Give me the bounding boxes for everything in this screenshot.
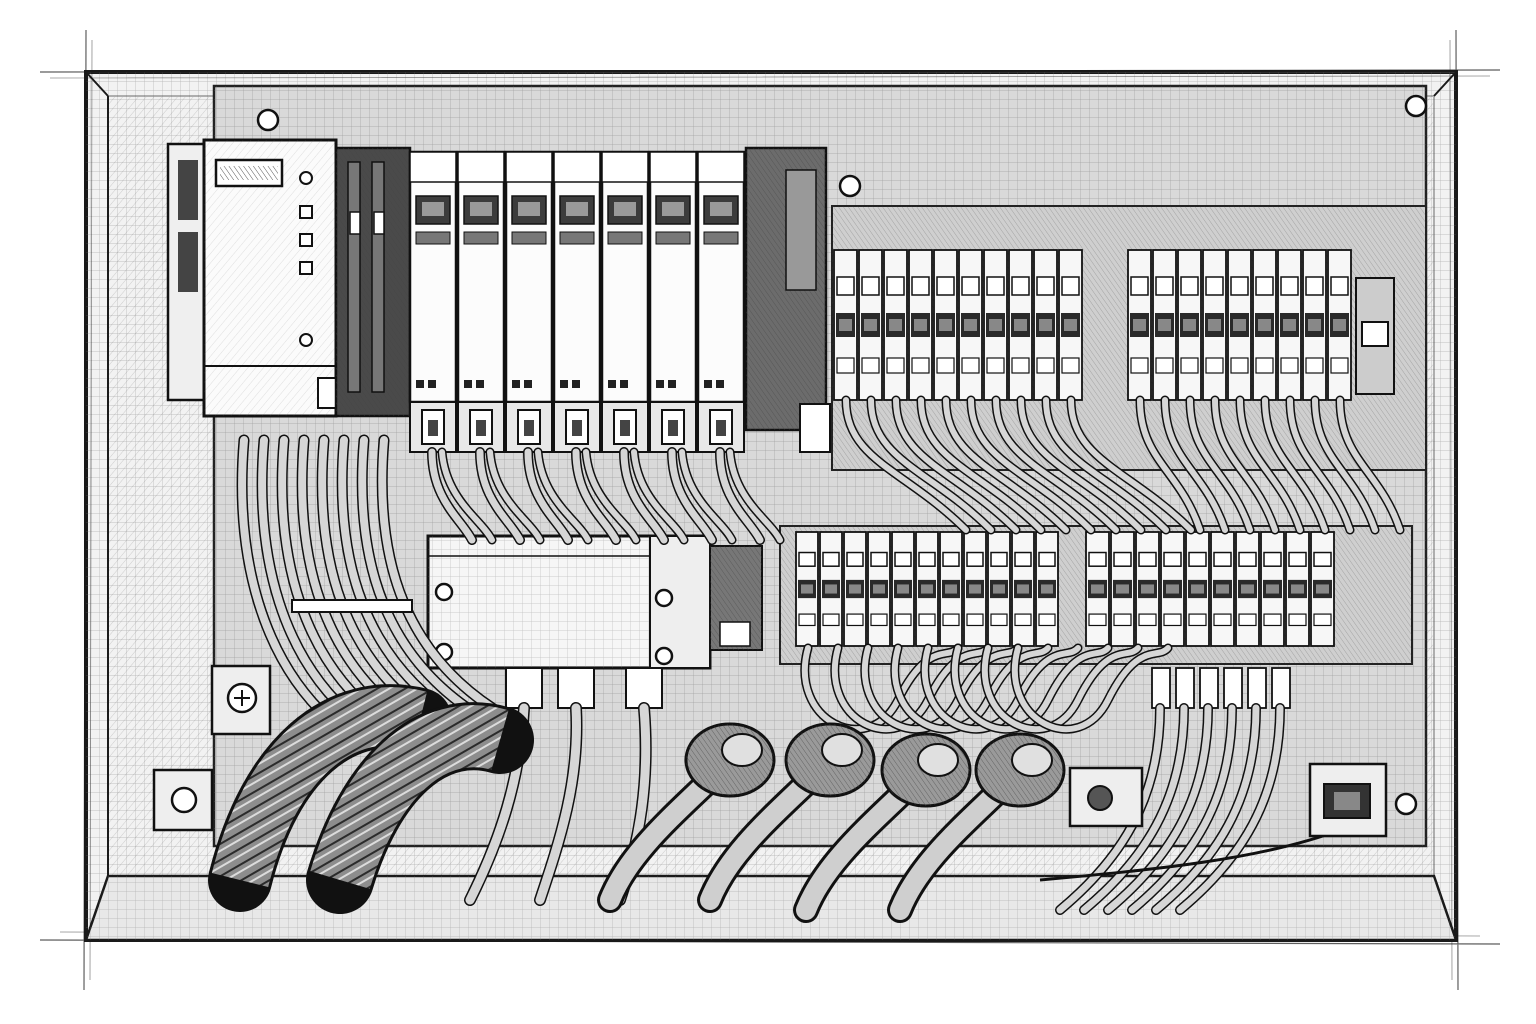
terminal-block-icon	[1185, 531, 1210, 647]
conduit-icon	[208, 684, 1341, 923]
terminal-block-icon	[1058, 249, 1083, 401]
terminal-block-icon	[1227, 249, 1252, 401]
terminal-block-icon	[1035, 531, 1059, 647]
terminal-block-icon	[1135, 531, 1160, 647]
io-module-icon	[456, 150, 506, 453]
terminal-block-icon	[795, 249, 1395, 647]
terminal-block-icon	[933, 249, 958, 401]
io-module-icon	[408, 150, 458, 453]
mounting-screw-icon	[654, 646, 674, 666]
io-module-icon	[600, 150, 650, 453]
terminal-block-icon	[939, 531, 963, 647]
terminal-block-icon	[1008, 249, 1033, 401]
terminal-block-icon	[987, 531, 1011, 647]
cable-tie	[291, 599, 413, 613]
terminal-block-icon	[1285, 531, 1310, 647]
mounting-screw-icon	[434, 582, 454, 602]
terminal-block-icon	[819, 531, 843, 647]
cable-gland-icon	[152, 664, 1388, 838]
terminal-block-icon	[1160, 531, 1185, 647]
io-module-icon	[552, 150, 602, 453]
terminal-block-icon	[891, 531, 915, 647]
terminal-block-icon	[858, 249, 883, 401]
io-module-icon	[696, 150, 746, 453]
terminal-block-icon	[833, 249, 858, 401]
terminal-block-icon	[1202, 249, 1227, 401]
mounting-screw-icon	[654, 588, 674, 608]
terminal-block-icon	[908, 249, 933, 401]
terminal-block-icon	[1127, 249, 1152, 401]
io-module-rack	[408, 150, 746, 453]
terminal-block-icon	[1152, 249, 1177, 401]
power-supply	[426, 534, 763, 709]
io-module-icon	[648, 150, 698, 453]
terminal-block-icon	[1260, 531, 1285, 647]
terminal-block-icon	[1277, 249, 1302, 401]
terminal-block-icon	[843, 531, 867, 647]
terminal-block-icon	[1110, 531, 1135, 647]
terminal-block-icon	[883, 249, 908, 401]
mounting-screw-icon	[1394, 792, 1418, 816]
terminal-block-icon	[1310, 531, 1335, 647]
terminal-block-icon	[795, 531, 819, 647]
terminal-block-icon	[1085, 531, 1110, 647]
terminal-block-icon	[1302, 249, 1327, 401]
mounting-screw-icon	[1404, 94, 1428, 118]
terminal-block-icon	[1235, 531, 1260, 647]
io-rack-end-cap	[744, 146, 831, 453]
terminal-block-icon	[1011, 531, 1035, 647]
terminal-block-icon	[1177, 249, 1202, 401]
terminal-block-icon	[958, 249, 983, 401]
io-module-icon	[504, 150, 554, 453]
terminal-block-icon	[867, 531, 891, 647]
terminal-block-icon	[1033, 249, 1058, 401]
terminal-block-icon	[1252, 249, 1277, 401]
terminal-block-icon	[915, 531, 939, 647]
terminal-block-icon	[1210, 531, 1235, 647]
mounting-screw-icon	[256, 108, 280, 132]
plc-controller-icon	[166, 138, 412, 418]
terminal-block-icon	[963, 531, 987, 647]
mounting-screw-icon	[838, 174, 862, 198]
terminal-block-icon	[983, 249, 1008, 401]
terminal-block-icon	[1327, 249, 1352, 401]
